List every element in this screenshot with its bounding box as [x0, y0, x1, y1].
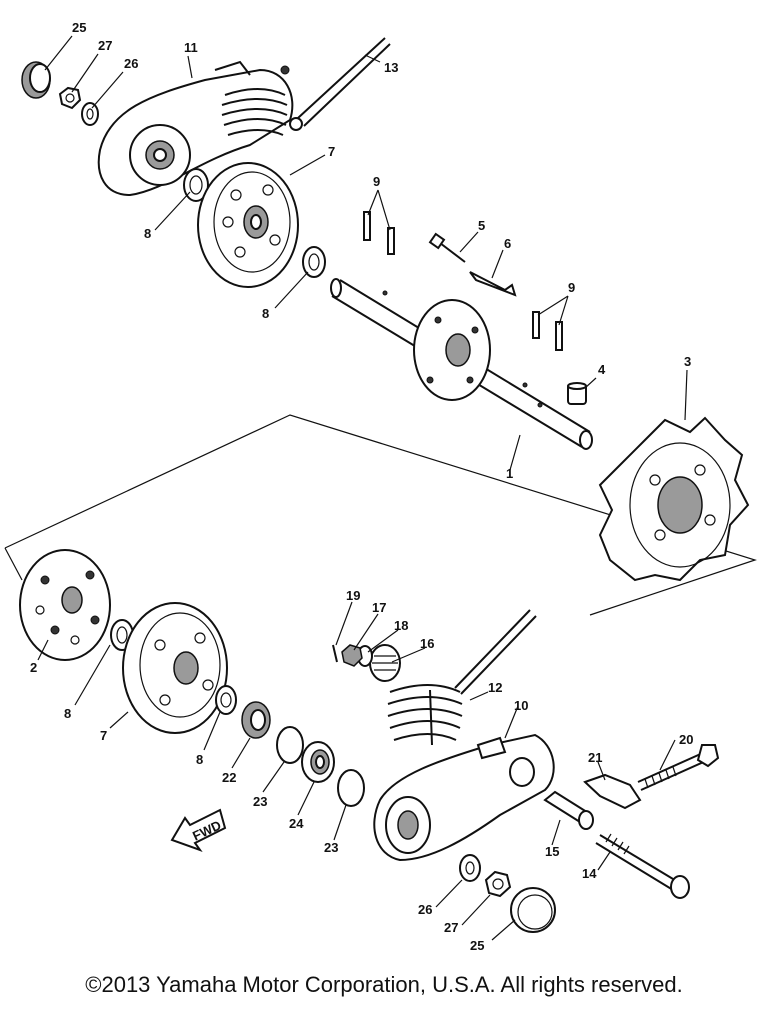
- callout-16: 16: [420, 636, 434, 651]
- part-15-sleeve: [543, 790, 594, 830]
- part-17-nut: [341, 644, 363, 667]
- part-21-bracket: [583, 773, 642, 810]
- part-5-bolt: [428, 232, 466, 263]
- part-7-wheel-upper: [197, 162, 299, 288]
- callout-15: 15: [545, 844, 559, 859]
- part-12-spring: [387, 684, 463, 746]
- part-20-bolt: [637, 744, 720, 791]
- callout-19: 19: [346, 588, 360, 603]
- callout-6: 6: [504, 236, 511, 251]
- part-7-wheel-lower: [122, 602, 228, 734]
- callout-26-upper: 26: [124, 56, 138, 71]
- callout-7-upper: 7: [328, 144, 335, 159]
- callout-9-middle: 9: [568, 280, 575, 295]
- part-26-washer-upper: [81, 102, 99, 126]
- callout-26-lower: 26: [418, 902, 432, 917]
- reference-plane-outline: [4, 414, 757, 616]
- callout-8-lower-a: 8: [64, 706, 71, 721]
- callout-10: 10: [514, 698, 528, 713]
- part-22-seal: [241, 701, 271, 739]
- callout-20: 20: [679, 732, 693, 747]
- callout-21: 21: [588, 750, 602, 765]
- callout-11: 11: [184, 40, 198, 55]
- callout-18: 18: [394, 618, 408, 633]
- upper-spring: [214, 60, 290, 136]
- callout-3: 3: [684, 354, 691, 369]
- part-16-disc: [369, 644, 401, 682]
- part-1-hub-disc: [413, 299, 491, 401]
- part-3-sprocket: [598, 416, 750, 582]
- callout-8-lower-b: 8: [196, 752, 203, 767]
- callout-2: 2: [30, 660, 37, 675]
- callout-13: 13: [384, 60, 398, 75]
- part-25-cap-upper: [21, 61, 51, 99]
- part-11-housing-arm: [97, 68, 294, 197]
- exploded-parts-diagram: FWD: [4, 20, 757, 953]
- callout-8-upper-a: 8: [144, 226, 151, 241]
- part-4-bushing: [567, 382, 587, 405]
- part-23-snapring-b: [337, 769, 365, 807]
- part-8-washer-b: [302, 246, 326, 278]
- part-6-bracket: [469, 271, 517, 297]
- part-10-housing-arm: [373, 733, 555, 862]
- part-13-rod: [289, 37, 391, 131]
- callout-14: 14: [582, 866, 597, 881]
- callout-5: 5: [478, 218, 485, 233]
- callout-27-lower: 27: [444, 920, 458, 935]
- part-8-washer-d: [215, 685, 237, 715]
- callout-12: 12: [488, 680, 502, 695]
- callout-22: 22: [222, 770, 236, 785]
- callout-9-upper: 9: [373, 174, 380, 189]
- leader-lines: [37, 35, 688, 941]
- callout-7-lower: 7: [100, 728, 107, 743]
- part-27-nut-lower: [484, 870, 512, 898]
- part-2-wheel: [19, 549, 111, 661]
- part-14-bolt: [595, 833, 690, 899]
- copyright-notice: ©2013 Yamaha Motor Corporation, U.S.A. A…: [85, 972, 683, 997]
- callout-24: 24: [289, 816, 304, 831]
- callout-1: 1: [506, 466, 513, 481]
- part-12-rod: [454, 609, 537, 695]
- callout-4: 4: [598, 362, 606, 377]
- callout-27-upper: 27: [98, 38, 112, 53]
- part-9-pins-upper: [363, 211, 395, 255]
- fwd-direction-arrow: FWD: [170, 808, 227, 853]
- part-9-pins-middle: [532, 311, 563, 351]
- callout-25-upper: 25: [72, 20, 86, 35]
- part-24-bearing: [301, 741, 335, 783]
- part-27-nut-upper: [58, 86, 82, 110]
- part-23-snapring-a: [276, 726, 304, 764]
- callout-17: 17: [372, 600, 386, 615]
- callout-25-lower: 25: [470, 938, 484, 953]
- callout-23-a: 23: [253, 794, 267, 809]
- part-25-cap-lower: [510, 887, 556, 933]
- callout-labels: 25 27 26 11 13 7 8 8 9 5 6 9 4 3 1 2 8 7…: [30, 20, 693, 953]
- callout-8-upper-b: 8: [262, 306, 269, 321]
- callout-23-b: 23: [324, 840, 338, 855]
- part-26-washer-lower: [459, 854, 481, 882]
- part-8-washer-a: [183, 168, 209, 202]
- part-19-cotter-pin: [332, 644, 338, 663]
